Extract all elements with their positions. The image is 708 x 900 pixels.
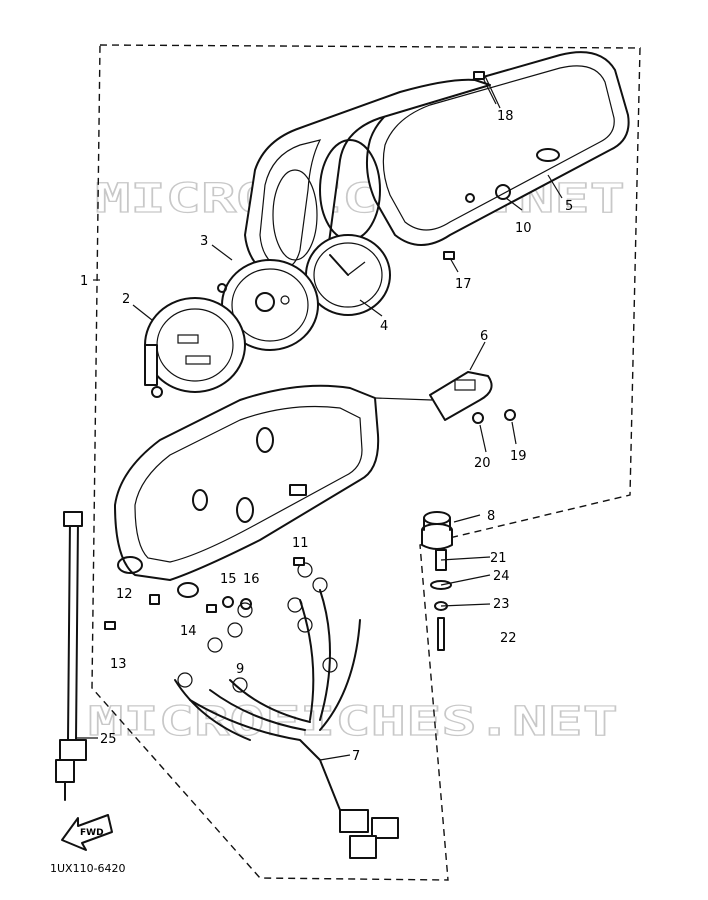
callout-6: 6 — [480, 329, 488, 344]
callout-25: 25 — [100, 732, 117, 747]
callout-8: 8 — [487, 509, 495, 524]
part-screws-small — [443, 251, 516, 424]
part-tachometer — [305, 234, 391, 316]
assembly-boundary — [91, 44, 641, 881]
callout-22: 22 — [500, 631, 517, 646]
part-screw-18 — [473, 71, 501, 109]
part-odometer-unit — [144, 297, 246, 398]
part-mount-stack — [430, 549, 491, 651]
part-speedometer-gauge — [217, 259, 319, 351]
callout-18: 18 — [497, 109, 514, 124]
leader-lines — [93, 79, 563, 761]
callout-10: 10 — [515, 221, 532, 236]
callout-16: 16 — [243, 572, 260, 587]
callout-17: 17 — [455, 277, 472, 292]
callout-15: 15 — [220, 572, 237, 587]
callout-4: 4 — [380, 319, 388, 334]
callout-9: 9 — [236, 662, 244, 677]
diagram-code: 1UX110-6420 — [50, 862, 126, 875]
part-fasteners — [104, 557, 305, 630]
callout-3: 3 — [200, 234, 208, 249]
part-speedometer-cable — [55, 511, 98, 801]
callout-labels: 1 2 3 4 5 6 7 8 9 10 11 12 13 14 15 16 1… — [80, 109, 573, 764]
callout-19: 19 — [510, 449, 527, 464]
callout-11: 11 — [292, 536, 309, 551]
part-meter-case — [114, 384, 433, 598]
callout-2: 2 — [122, 292, 130, 307]
part-wire-harness — [174, 562, 399, 859]
callout-1: 1 — [80, 274, 88, 289]
callout-12: 12 — [116, 587, 133, 602]
fwd-arrow: FWD — [61, 814, 113, 851]
callout-21: 21 — [490, 551, 507, 566]
callout-20: 20 — [474, 456, 491, 471]
callout-7: 7 — [352, 749, 360, 764]
callout-5: 5 — [565, 199, 573, 214]
fwd-label: FWD — [80, 828, 104, 838]
watermark-bottom: MICROFICHES.NET — [88, 699, 618, 745]
callout-14: 14 — [180, 624, 197, 639]
callout-24: 24 — [493, 569, 510, 584]
callout-23: 23 — [493, 597, 510, 612]
part-bracket — [429, 371, 493, 421]
callout-13: 13 — [110, 657, 127, 672]
part-grommet — [421, 511, 453, 550]
